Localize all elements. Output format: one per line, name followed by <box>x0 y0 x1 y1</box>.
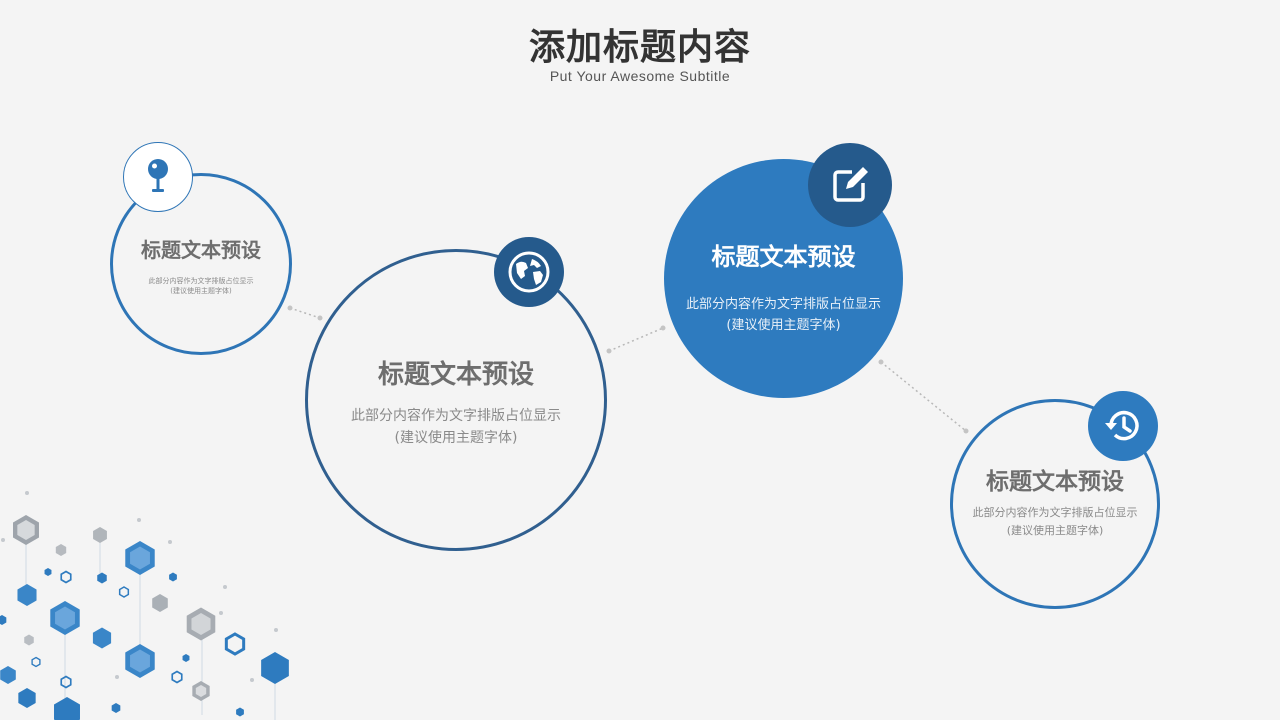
page-title: 添加标题内容 <box>528 27 751 68</box>
edit-badge <box>808 143 892 227</box>
circle-desc-line1: 此部分内容作为文字排版占位显示 <box>685 297 881 312</box>
circle-title: 标题文本预设 <box>141 238 261 262</box>
page-subtitle: Put Your Awesome Subtitle <box>549 68 731 84</box>
circle-desc-line1: 此部分内容作为文字排版占位显示 <box>972 506 1138 519</box>
history-badge <box>1088 391 1158 461</box>
pin-icon <box>148 159 168 192</box>
circle-title: 标题文本预设 <box>377 360 534 390</box>
circle-desc: 此部分内容作为文字排版占位显示 (建议使用主题字体) <box>953 504 1157 539</box>
circle-desc: 此部分内容作为文字排版占位显示 (建议使用主题字体) <box>664 294 903 337</box>
info-circle-2: 标题文本预设 此部分内容作为文字排版占位显示 (建议使用主题字体) <box>305 249 607 551</box>
circle-desc-line1: 此部分内容作为文字排版占位显示 <box>351 408 561 424</box>
circle-desc-line1: 此部分内容作为文字排版占位显示 <box>148 277 254 285</box>
circle-desc: 此部分内容作为文字排版占位显示 (建议使用主题字体) <box>113 277 289 297</box>
hexagon-shapes <box>0 515 289 720</box>
connector-dot <box>606 348 612 354</box>
circle-desc-line2: (建议使用主题字体) <box>1006 523 1104 537</box>
hexagon-decoration <box>0 491 289 720</box>
connector-line-1 <box>289 307 321 319</box>
circle-title: 标题文本预设 <box>711 243 856 271</box>
connector-dot <box>963 428 969 434</box>
globe-icon <box>508 251 550 293</box>
connector-line-3 <box>880 361 967 432</box>
globe-badge <box>494 237 564 307</box>
connector-line-2 <box>608 327 664 352</box>
circle-desc-line2: (建议使用主题字体) <box>170 286 232 295</box>
connector-dot <box>317 315 323 321</box>
connector-dot <box>660 325 666 331</box>
circle-title: 标题文本预设 <box>986 469 1124 495</box>
pin-badge <box>123 142 193 212</box>
edit-icon <box>833 167 868 202</box>
history-icon <box>1105 410 1139 441</box>
connector-dot <box>287 305 293 311</box>
decoration-dots <box>1 491 278 682</box>
connector-dot <box>878 359 884 365</box>
circle-desc-line2: (建议使用主题字体) <box>726 318 841 334</box>
circle-desc-line2: (建议使用主题字体) <box>394 430 518 447</box>
circle-desc: 此部分内容作为文字排版占位显示 (建议使用主题字体) <box>308 405 604 450</box>
